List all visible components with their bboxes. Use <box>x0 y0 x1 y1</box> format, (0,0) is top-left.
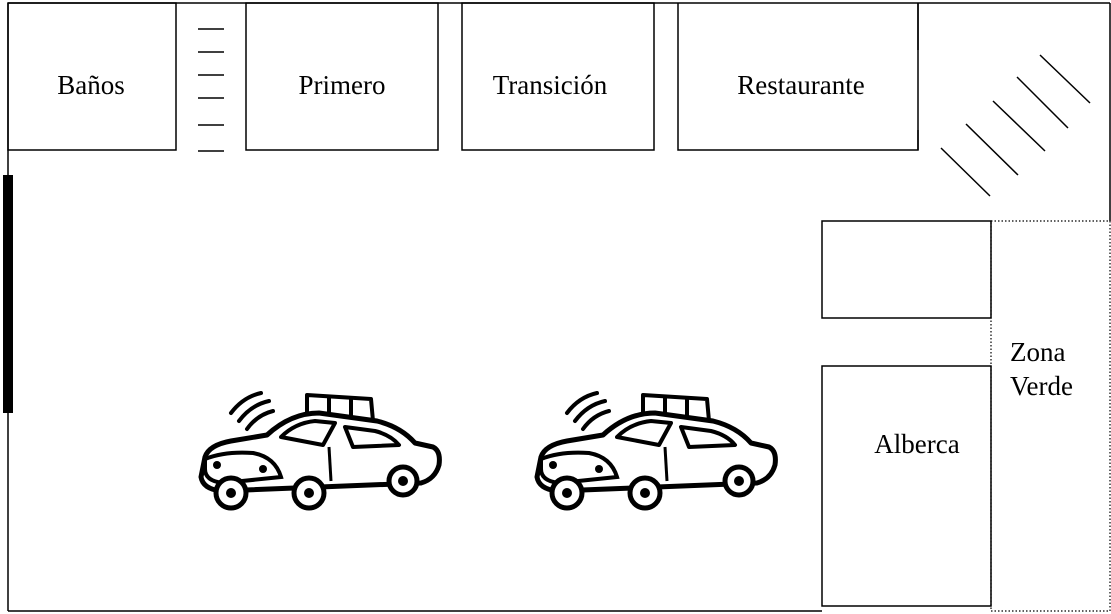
room-label-alberca: Alberca <box>874 429 960 459</box>
room-alberca <box>821 365 992 607</box>
room-label-zona-verde-line2: Verde <box>1010 371 1073 401</box>
police-car-icon <box>201 393 439 508</box>
room-label-restaurante: Restaurante <box>737 70 865 100</box>
police-car-icon <box>537 393 775 508</box>
room-banos <box>7 2 177 151</box>
room-label-primero: Primero <box>298 70 386 100</box>
room-transicion <box>461 2 655 151</box>
zona-verde-area <box>990 220 1111 612</box>
entrance-bar-icon <box>3 175 13 413</box>
room-small-unlabeled <box>821 220 992 319</box>
room-primero <box>245 2 439 151</box>
room-label-banos: Baños <box>57 70 125 100</box>
stairs-icon <box>198 28 224 152</box>
room-label-transicion: Transición <box>492 70 608 100</box>
diagonal-ramp-icon <box>940 54 1091 197</box>
room-label-zona-verde-line1: Zona <box>1010 337 1066 367</box>
